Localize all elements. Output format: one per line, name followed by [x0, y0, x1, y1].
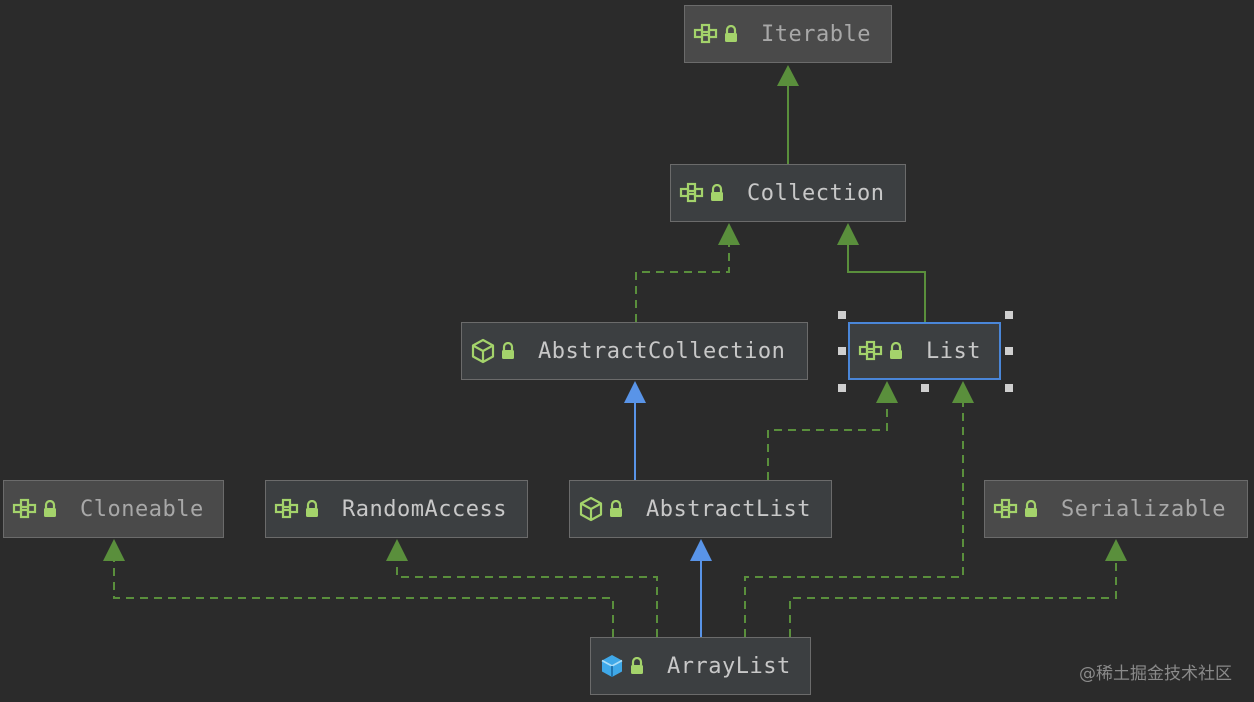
lock-icon	[42, 495, 64, 523]
lock-icon	[723, 20, 745, 48]
lock-icon	[1023, 495, 1045, 523]
edge-arraylist-cloneable	[103, 539, 614, 637]
node-array-list[interactable]: ArrayList	[590, 637, 811, 695]
selection-handle-bottom-right[interactable]	[1005, 384, 1013, 392]
interface-icon	[693, 20, 723, 48]
selection-handle-top-right[interactable]	[1005, 311, 1013, 319]
selection-handle-top-left[interactable]	[838, 311, 846, 319]
watermark: @稀土掘金技术社区	[1079, 664, 1232, 684]
node-abstract-collection[interactable]: AbstractCollection	[461, 322, 808, 380]
node-label: Cloneable	[80, 496, 204, 522]
edge-arraylist-randomaccess	[386, 539, 658, 637]
abstract-class-icon	[578, 495, 608, 523]
node-serializable[interactable]: Serializable	[984, 480, 1248, 538]
node-iterable[interactable]: Iterable	[684, 5, 892, 63]
node-label: Collection	[747, 180, 885, 206]
edge-arraylist-list	[744, 381, 974, 637]
node-cloneable[interactable]: Cloneable	[3, 480, 224, 538]
lock-icon	[888, 337, 910, 365]
lock-icon	[608, 495, 630, 523]
interface-icon	[858, 337, 888, 365]
selection-handle-bottom-left[interactable]	[838, 384, 846, 392]
lock-icon	[304, 495, 326, 523]
edge-arraylist-serializable	[789, 539, 1127, 637]
node-label: Serializable	[1061, 496, 1226, 522]
node-list[interactable]: List	[848, 322, 1001, 380]
edge-abstractlist-abstractcollection	[624, 381, 646, 480]
interface-icon	[12, 495, 42, 523]
node-label: Iterable	[761, 21, 871, 47]
node-label: List	[926, 338, 981, 364]
selection-handle-right[interactable]	[1005, 347, 1013, 355]
edge-abstractlist-list	[767, 381, 898, 480]
node-label: RandomAccess	[342, 496, 507, 522]
interface-icon	[679, 179, 709, 207]
lock-icon	[629, 652, 651, 680]
lock-icon	[709, 179, 731, 207]
edge-arraylist-abstractlist	[690, 539, 712, 637]
selection-handle-bottom-center[interactable]	[921, 384, 929, 392]
node-label: AbstractList	[646, 496, 811, 522]
lock-icon	[500, 337, 522, 365]
selection-handle-left[interactable]	[838, 347, 846, 355]
node-label: AbstractCollection	[538, 338, 786, 364]
node-abstract-list[interactable]: AbstractList	[569, 480, 832, 538]
interface-icon	[993, 495, 1023, 523]
node-label: ArrayList	[667, 653, 791, 679]
class-icon	[599, 652, 629, 680]
edge-collection-iterable	[777, 65, 799, 164]
edge-abstractcollection-collection	[635, 223, 740, 322]
abstract-class-icon	[470, 337, 500, 365]
interface-icon	[274, 495, 304, 523]
node-random-access[interactable]: RandomAccess	[265, 480, 528, 538]
node-collection[interactable]: Collection	[670, 164, 906, 222]
edge-list-collection	[837, 223, 926, 322]
